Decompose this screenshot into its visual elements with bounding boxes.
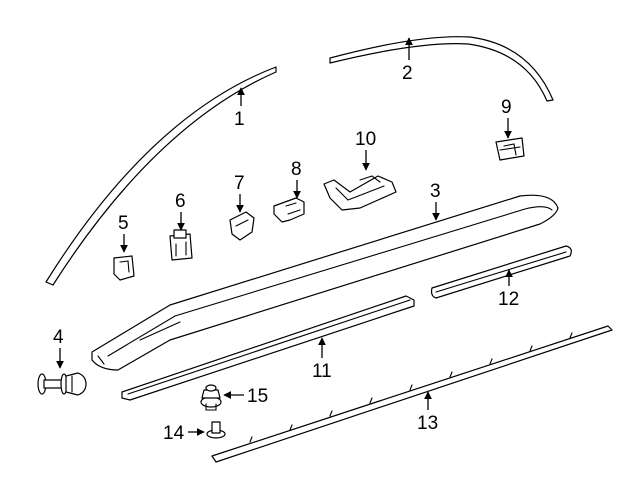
part-7-clip (229, 211, 255, 241)
callout-11: 11 (312, 361, 332, 382)
callout-labels: 1 2 3 4 5 6 7 8 9 10 11 12 13 14 15 (53, 63, 519, 444)
callout-15: 15 (247, 386, 268, 407)
part-4-push-pin (37, 372, 87, 396)
part-13-bottom-molding (211, 325, 613, 463)
callout-1: 1 (234, 109, 245, 130)
callout-12: 12 (498, 289, 519, 310)
leader-lines (56, 37, 513, 436)
callout-2: 2 (402, 63, 413, 84)
part-10-bracket (323, 175, 397, 211)
callout-4: 4 (53, 327, 64, 348)
callout-3: 3 (430, 181, 441, 202)
callout-5: 5 (118, 213, 129, 234)
part-1-pillar-molding (45, 66, 277, 286)
part-6-clip (169, 229, 193, 261)
part-14-rivet (206, 421, 226, 439)
callout-9: 9 (501, 97, 512, 118)
callout-8: 8 (291, 159, 302, 180)
callout-13: 13 (417, 413, 438, 434)
part-8-clip (273, 197, 305, 223)
callout-10: 10 (355, 129, 376, 150)
part-15-nut (200, 384, 222, 411)
part-2-roof-molding (329, 36, 554, 102)
part-5-clip (113, 255, 135, 281)
part-11-lower-molding (121, 295, 415, 401)
part-9-clip (495, 137, 525, 161)
part-3-rocker-panel (91, 194, 559, 371)
callout-7: 7 (234, 173, 245, 194)
callout-14: 14 (163, 423, 185, 444)
part-12-trim-strip (430, 245, 572, 299)
callout-6: 6 (175, 191, 186, 212)
